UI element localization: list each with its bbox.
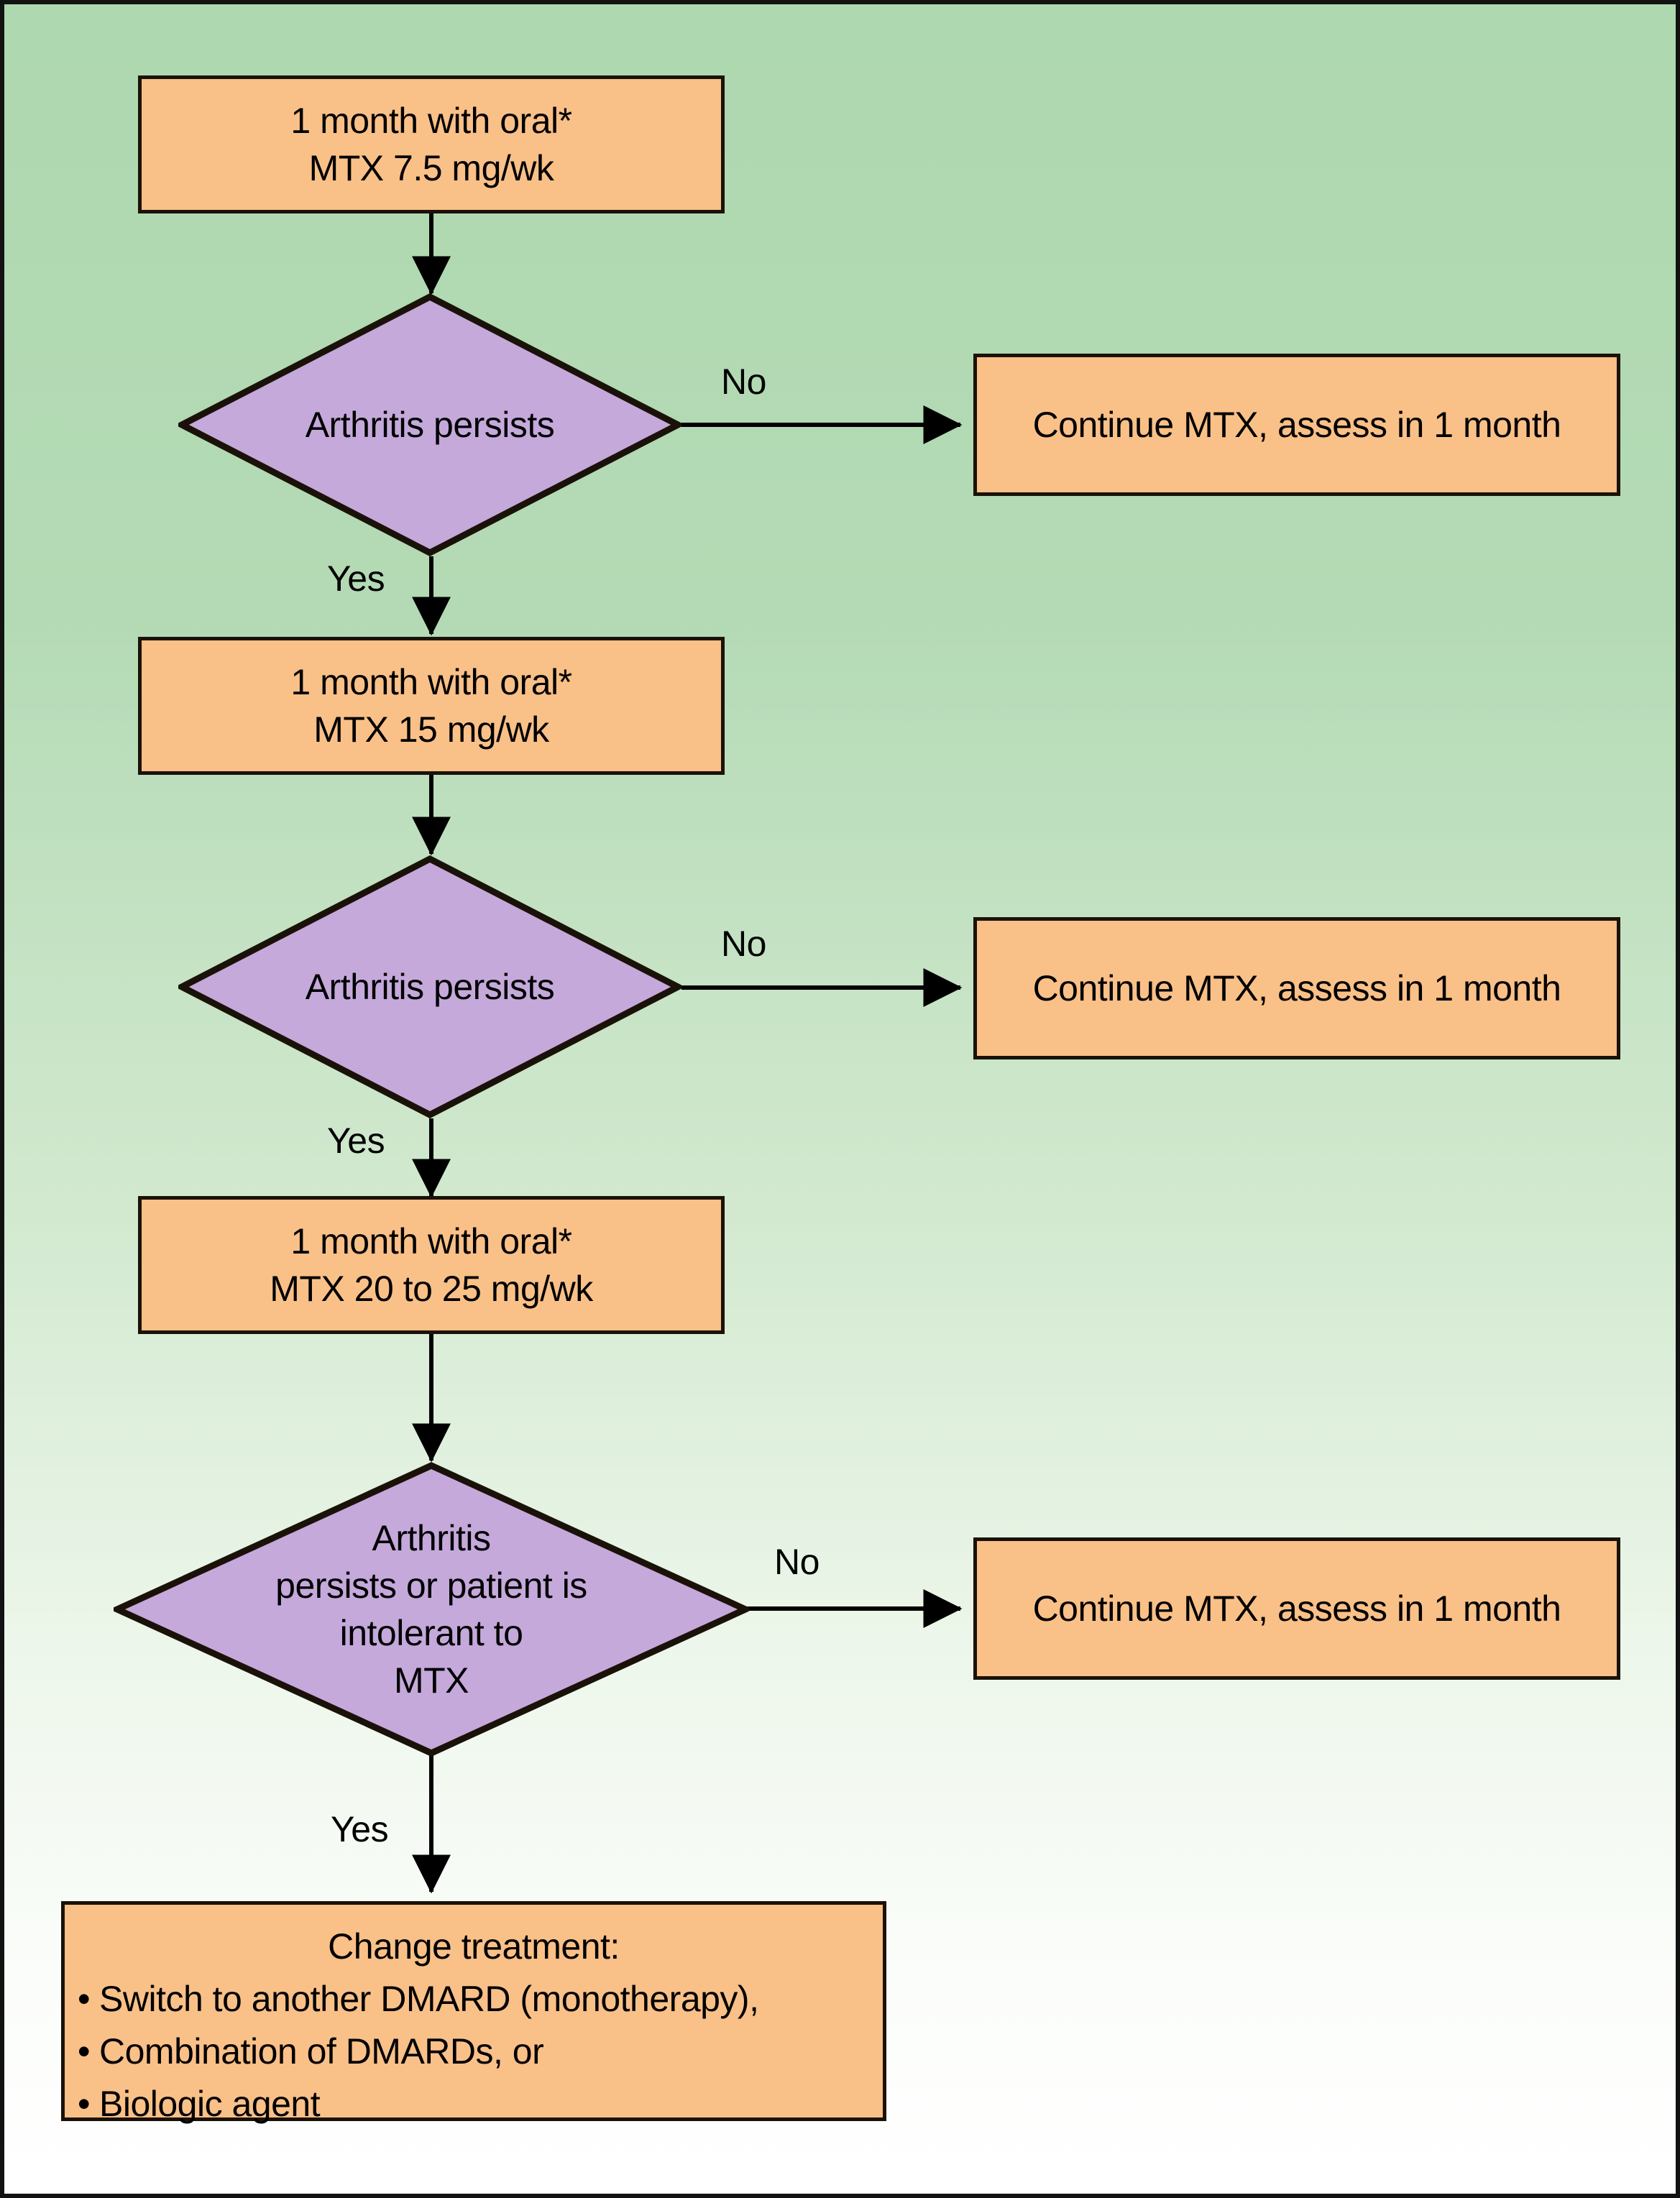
node-continue3-label: Continue MTX, assess in 1 month	[1032, 1588, 1561, 1629]
change-treatment-heading: Change treatment:	[328, 1926, 620, 1967]
node-step2-label: 1 month with oral* MTX 15 mg/wk	[290, 662, 572, 750]
node-step3-label: 1 month with oral* MTX 20 to 25 mg/wk	[270, 1221, 593, 1309]
node-continue2-label: Continue MTX, assess in 1 month	[1032, 968, 1561, 1008]
bullet-icon: •	[78, 2031, 91, 2071]
change-treatment-list: •Switch to another DMARD (monotherapy), …	[78, 1973, 870, 2130]
list-item: •Biologic agent	[78, 2078, 870, 2130]
list-item-label: Combination of DMARDs, or	[99, 2031, 544, 2071]
node-decision3[interactable]: Arthritis persists or patient is intoler…	[114, 1462, 749, 1757]
node-continue2[interactable]: Continue MTX, assess in 1 month	[973, 917, 1620, 1059]
node-step1-label: 1 month with oral* MTX 7.5 mg/wk	[290, 101, 572, 188]
edge-label-no2: No	[721, 924, 766, 964]
decision3-diamond-icon	[114, 1462, 749, 1757]
node-change-treatment[interactable]: Change treatment: •Switch to another DMA…	[61, 1901, 886, 2124]
node-step2[interactable]: 1 month with oral* MTX 15 mg/wk	[138, 637, 725, 775]
list-item-label: Switch to another DMARD (monotherapy),	[99, 1979, 759, 2019]
list-item-label: Biologic agent	[99, 2084, 321, 2124]
node-continue3[interactable]: Continue MTX, assess in 1 month	[973, 1537, 1620, 1680]
node-continue1-label: Continue MTX, assess in 1 month	[1032, 405, 1561, 445]
bullet-icon: •	[78, 1979, 91, 2019]
node-decision2[interactable]: Arthritis persists	[178, 855, 681, 1118]
node-decision3-label: Arthritis persists or patient is intoler…	[275, 1518, 587, 1701]
bullet-icon: •	[78, 2084, 91, 2124]
list-item: •Combination of DMARDs, or	[78, 2025, 870, 2078]
edge-label-yes2: Yes	[327, 1121, 385, 1161]
decision2-diamond-icon	[178, 855, 681, 1118]
node-decision1[interactable]: Arthritis persists	[178, 293, 681, 556]
node-step1[interactable]: 1 month with oral* MTX 7.5 mg/wk	[138, 75, 725, 213]
list-item: •Switch to another DMARD (monotherapy),	[78, 1973, 870, 2025]
edge-label-no1: No	[721, 362, 766, 402]
decision1-diamond-icon	[178, 293, 681, 556]
edge-label-no3: No	[774, 1542, 820, 1582]
edge-label-yes1: Yes	[327, 558, 385, 599]
node-continue1[interactable]: Continue MTX, assess in 1 month	[973, 354, 1620, 496]
node-step3[interactable]: 1 month with oral* MTX 20 to 25 mg/wk	[138, 1196, 725, 1334]
edge-label-yes3: Yes	[331, 1809, 389, 1849]
node-decision1-label: Arthritis persists	[305, 405, 555, 445]
node-decision2-label: Arthritis persists	[305, 967, 555, 1007]
